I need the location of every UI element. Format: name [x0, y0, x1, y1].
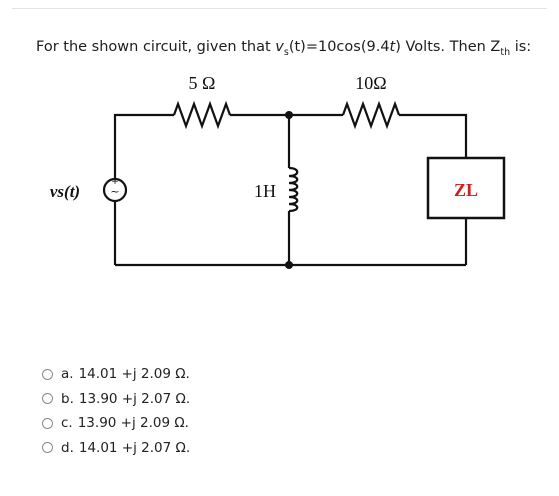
question-text: For the shown circuit, given that vs(t)=…	[36, 39, 532, 58]
voltage-source-circle	[102, 177, 128, 203]
r1-label: 5 Ω	[189, 73, 216, 93]
option-b[interactable]: b.13.90 +j 2.07 Ω.	[42, 387, 190, 412]
option-a[interactable]: a.14.01 +j 2.09 Ω.	[42, 362, 190, 387]
radio-c[interactable]	[42, 417, 53, 429]
source-plus: +	[111, 177, 119, 187]
source-label: vs(t)	[50, 182, 80, 201]
top-divider	[12, 8, 547, 9]
radio-b[interactable]	[42, 393, 53, 405]
r2-label: 10Ω	[355, 73, 386, 93]
junction-dot-bottom	[285, 261, 293, 269]
load-box	[426, 156, 506, 220]
answer-options: a.14.01 +j 2.09 Ω. b.13.90 +j 2.07 Ω. c.…	[42, 362, 190, 460]
source-minus: −	[112, 196, 119, 205]
junction-dot-top	[285, 111, 293, 119]
wire-top-left	[113, 113, 174, 180]
resistor-5-ohm	[172, 100, 232, 130]
resistor-10-ohm	[341, 100, 401, 130]
option-d[interactable]: d.14.01 +j 2.07 Ω.	[42, 436, 190, 461]
option-c[interactable]: c.13.90 +j 2.09 Ω.	[42, 411, 190, 436]
source-tilde: ~	[110, 185, 119, 198]
radio-a[interactable]	[42, 368, 53, 380]
inductor-coil	[288, 166, 299, 213]
inductor-label: 1H	[254, 181, 276, 201]
wire-top-right	[399, 113, 468, 158]
radio-d[interactable]	[42, 442, 53, 454]
load-label: ZL	[454, 180, 478, 200]
